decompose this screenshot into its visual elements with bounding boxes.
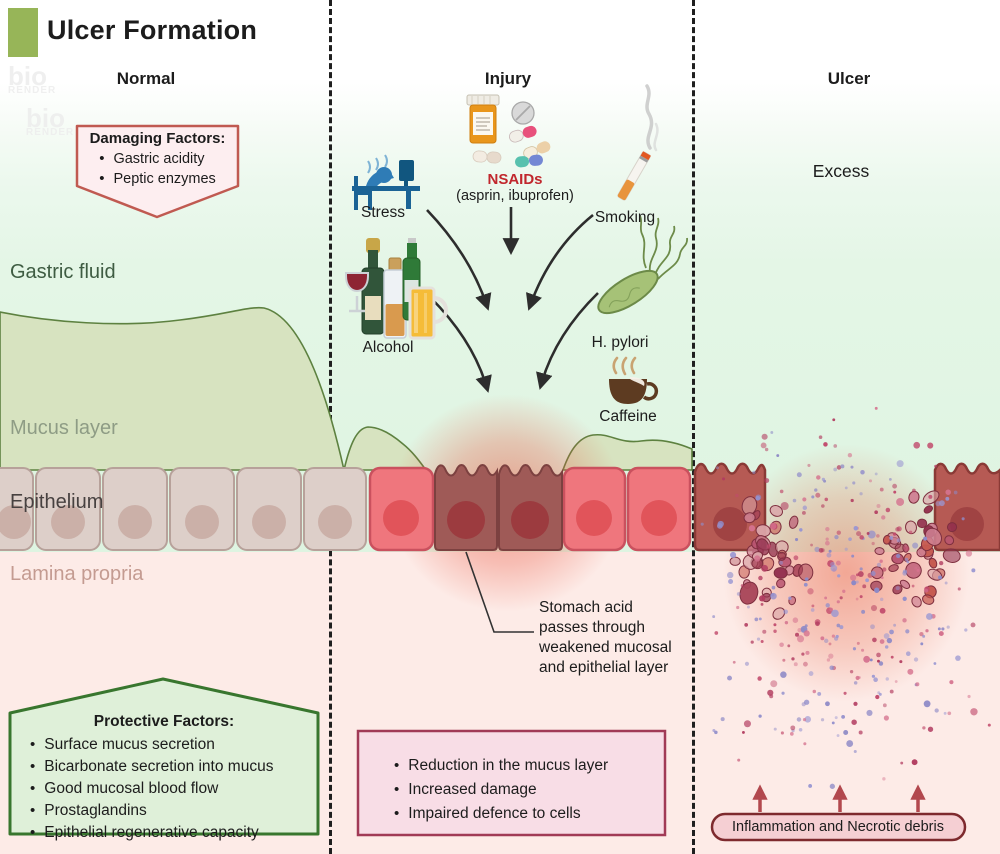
protective-factors-box: Protective Factors: Surface mucus secret… bbox=[14, 713, 314, 844]
label-alcohol: Alcohol bbox=[362, 339, 414, 356]
page-title: Ulcer Formation bbox=[47, 15, 258, 45]
damaging-factor-item: Gastric acidity bbox=[99, 149, 216, 169]
protective-factor-item: Good mucosal blood flow bbox=[30, 778, 314, 800]
protective-factor-item: Bicarbonate secretion into mucus bbox=[30, 756, 314, 778]
stomach-acid-annotation: Stomach acid passes through weakened muc… bbox=[539, 599, 672, 676]
layer-label-mucus: Mucus layer bbox=[10, 417, 118, 439]
damaging-factors-heading: Damaging Factors: bbox=[89, 130, 226, 147]
injury-effect-item: Increased damage bbox=[394, 778, 608, 802]
title-accent-square bbox=[8, 8, 38, 57]
layer-label-gastric-fluid: Gastric fluid bbox=[10, 261, 116, 283]
column-divider-left bbox=[329, 0, 332, 854]
protective-factor-item: Epithelial regenerative capacity bbox=[30, 822, 314, 844]
biorender-watermark: bio RENDER bbox=[8, 61, 57, 96]
column-header-injury: Injury bbox=[484, 69, 532, 88]
label-stress: Stress bbox=[361, 204, 405, 221]
layer-label-epithelium: Epithelium bbox=[10, 491, 104, 513]
damaging-factors-box: Damaging Factors: Gastric acidity Peptic… bbox=[77, 130, 238, 189]
label-smoking: Smoking bbox=[594, 209, 656, 226]
injury-effect-item: Reduction in the mucus layer bbox=[394, 754, 608, 778]
label-excess: Excess bbox=[812, 161, 870, 181]
protective-factor-item: Surface mucus secretion bbox=[30, 734, 314, 756]
protective-factor-item: Prostaglandins bbox=[30, 800, 314, 822]
column-header-normal: Normal bbox=[116, 69, 176, 88]
injury-effects-box: Reduction in the mucus layer Increased d… bbox=[394, 754, 608, 826]
label-nsaids: NSAIDs bbox=[487, 171, 543, 188]
biorender-watermark: bio RENDER bbox=[26, 103, 75, 138]
label-h-pylori: H. pylori bbox=[591, 334, 649, 351]
protective-factors-heading: Protective Factors: bbox=[93, 713, 235, 730]
label-nsaids-sub: (asprin, ibuprofen) bbox=[456, 188, 574, 204]
injury-effect-item: Impaired defence to cells bbox=[394, 802, 608, 826]
column-header-ulcer: Ulcer bbox=[827, 69, 871, 88]
label-caffeine: Caffeine bbox=[599, 408, 657, 425]
column-divider-right bbox=[692, 0, 695, 854]
inflammation-label: Inflammation and Necrotic debris bbox=[732, 819, 944, 835]
damaging-factor-item: Peptic enzymes bbox=[99, 169, 215, 189]
layer-label-lamina: Lamina propria bbox=[10, 563, 144, 585]
